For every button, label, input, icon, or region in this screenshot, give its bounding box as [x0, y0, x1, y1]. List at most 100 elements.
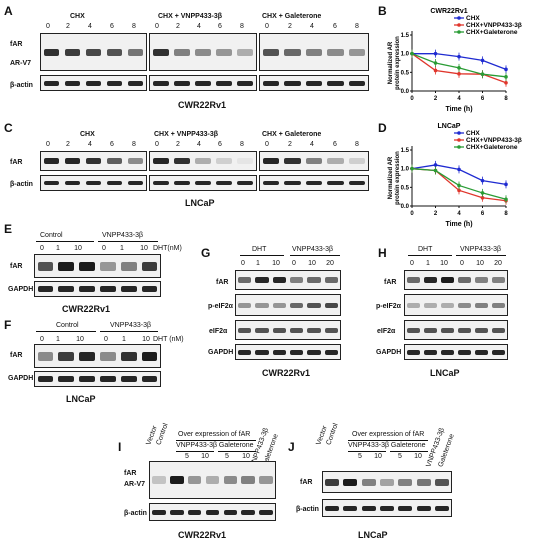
- c-blot-chx-ar: [40, 151, 147, 171]
- panel-letter-f: F: [4, 318, 12, 332]
- g-group-vnpp: VNPP433-3β: [292, 246, 333, 253]
- c-caption: LNCaP: [185, 198, 215, 208]
- band: [492, 349, 505, 355]
- band: [64, 80, 81, 86]
- band: [100, 351, 116, 361]
- panel-letter-j: J: [288, 440, 295, 454]
- band: [43, 181, 60, 185]
- band: [85, 48, 102, 56]
- band: [120, 286, 137, 292]
- band: [441, 327, 454, 333]
- h-blot-gapdh: [404, 344, 508, 360]
- band: [325, 478, 340, 486]
- band: [37, 286, 54, 292]
- band: [398, 478, 413, 486]
- band: [152, 476, 166, 484]
- h-group-vnpp: VNPP433-3β: [460, 246, 501, 253]
- c-lane-13: 6: [333, 141, 337, 148]
- a-lane-7: 4: [197, 23, 201, 30]
- i-sub: VNPP433-3β Galeterone: [176, 442, 254, 449]
- band: [284, 158, 301, 164]
- band: [361, 478, 376, 486]
- h-blot-ar: [404, 270, 508, 290]
- e-row-far: fAR: [10, 263, 23, 270]
- band: [325, 505, 340, 511]
- g-blot-ar: [235, 270, 341, 290]
- band: [272, 277, 286, 283]
- a-lane-8: 6: [218, 23, 222, 30]
- band: [407, 302, 420, 308]
- band: [85, 80, 102, 86]
- band: [106, 48, 123, 56]
- h-lane-0: 0: [410, 260, 414, 267]
- band: [458, 327, 471, 333]
- band: [194, 181, 212, 185]
- legend-marker-1: [457, 138, 461, 142]
- i-lane-2: 5: [225, 453, 229, 460]
- band: [79, 286, 95, 292]
- band: [173, 181, 190, 185]
- h-lane-4: 10: [476, 260, 484, 267]
- band: [434, 505, 449, 511]
- a-lane-3: 6: [110, 23, 114, 30]
- band: [424, 277, 437, 283]
- band: [343, 505, 358, 511]
- e-lane-1: 1: [56, 245, 60, 252]
- y-tick-label: 1.0: [401, 167, 410, 173]
- e-bracket-vnpp: [98, 241, 158, 242]
- band: [237, 158, 254, 164]
- band: [120, 376, 137, 382]
- band: [43, 80, 60, 86]
- band: [170, 476, 184, 484]
- i-row-actin: β-actin: [124, 510, 147, 517]
- c-blot-vnpp-ar: [149, 151, 257, 171]
- e-lane-4: 1: [120, 245, 124, 252]
- band: [407, 277, 420, 283]
- j-sub: VNPP433-3β Galeterone: [348, 442, 426, 449]
- band: [216, 181, 233, 185]
- panel-letter-i: I: [118, 440, 122, 454]
- h-row-gapdh: GAPDH: [376, 349, 402, 356]
- f-blot-ar: [34, 344, 161, 368]
- band: [327, 48, 344, 56]
- band: [100, 261, 116, 271]
- a-group-vnpp: CHX + VNPP433-3β: [158, 13, 222, 20]
- band: [58, 261, 75, 271]
- panel-letter-h: H: [378, 246, 387, 260]
- band: [238, 277, 252, 283]
- c-group-chx: CHX: [80, 131, 95, 138]
- i-header: Over expression of fAR: [178, 431, 251, 438]
- e-blot-ar: [34, 254, 161, 278]
- a-lane-9: 8: [240, 23, 244, 30]
- band: [255, 349, 269, 355]
- j-row-actin: β-actin: [296, 506, 319, 513]
- band: [307, 349, 321, 355]
- band: [255, 327, 269, 333]
- e-lane-0: 0: [40, 245, 44, 252]
- a-lane-6: 2: [176, 23, 180, 30]
- i-lane-1: 10: [201, 453, 209, 460]
- legend-label-2: CHX+Galeterone: [466, 144, 518, 151]
- h-row-far: fAR: [384, 279, 397, 286]
- c-lane-2: 4: [88, 141, 92, 148]
- band: [324, 349, 338, 355]
- legend-label-1: CHX+VNPP433-3β: [466, 22, 522, 29]
- c-lane-9: 8: [240, 141, 244, 148]
- f-row-far: fAR: [10, 352, 23, 359]
- a-lane-0: 0: [46, 23, 50, 30]
- band: [205, 476, 220, 484]
- a-lane-11: 2: [288, 23, 292, 30]
- band: [305, 181, 323, 185]
- band: [85, 158, 102, 164]
- a-lane-14: 8: [355, 23, 359, 30]
- band: [238, 349, 252, 355]
- band: [237, 181, 254, 185]
- panel-letter-c: C: [4, 121, 13, 135]
- band: [290, 302, 304, 308]
- y-tick-label: 1.5: [401, 33, 410, 39]
- band: [441, 277, 454, 283]
- c-lane-5: 0: [155, 141, 159, 148]
- band: [348, 48, 366, 56]
- band: [492, 327, 505, 333]
